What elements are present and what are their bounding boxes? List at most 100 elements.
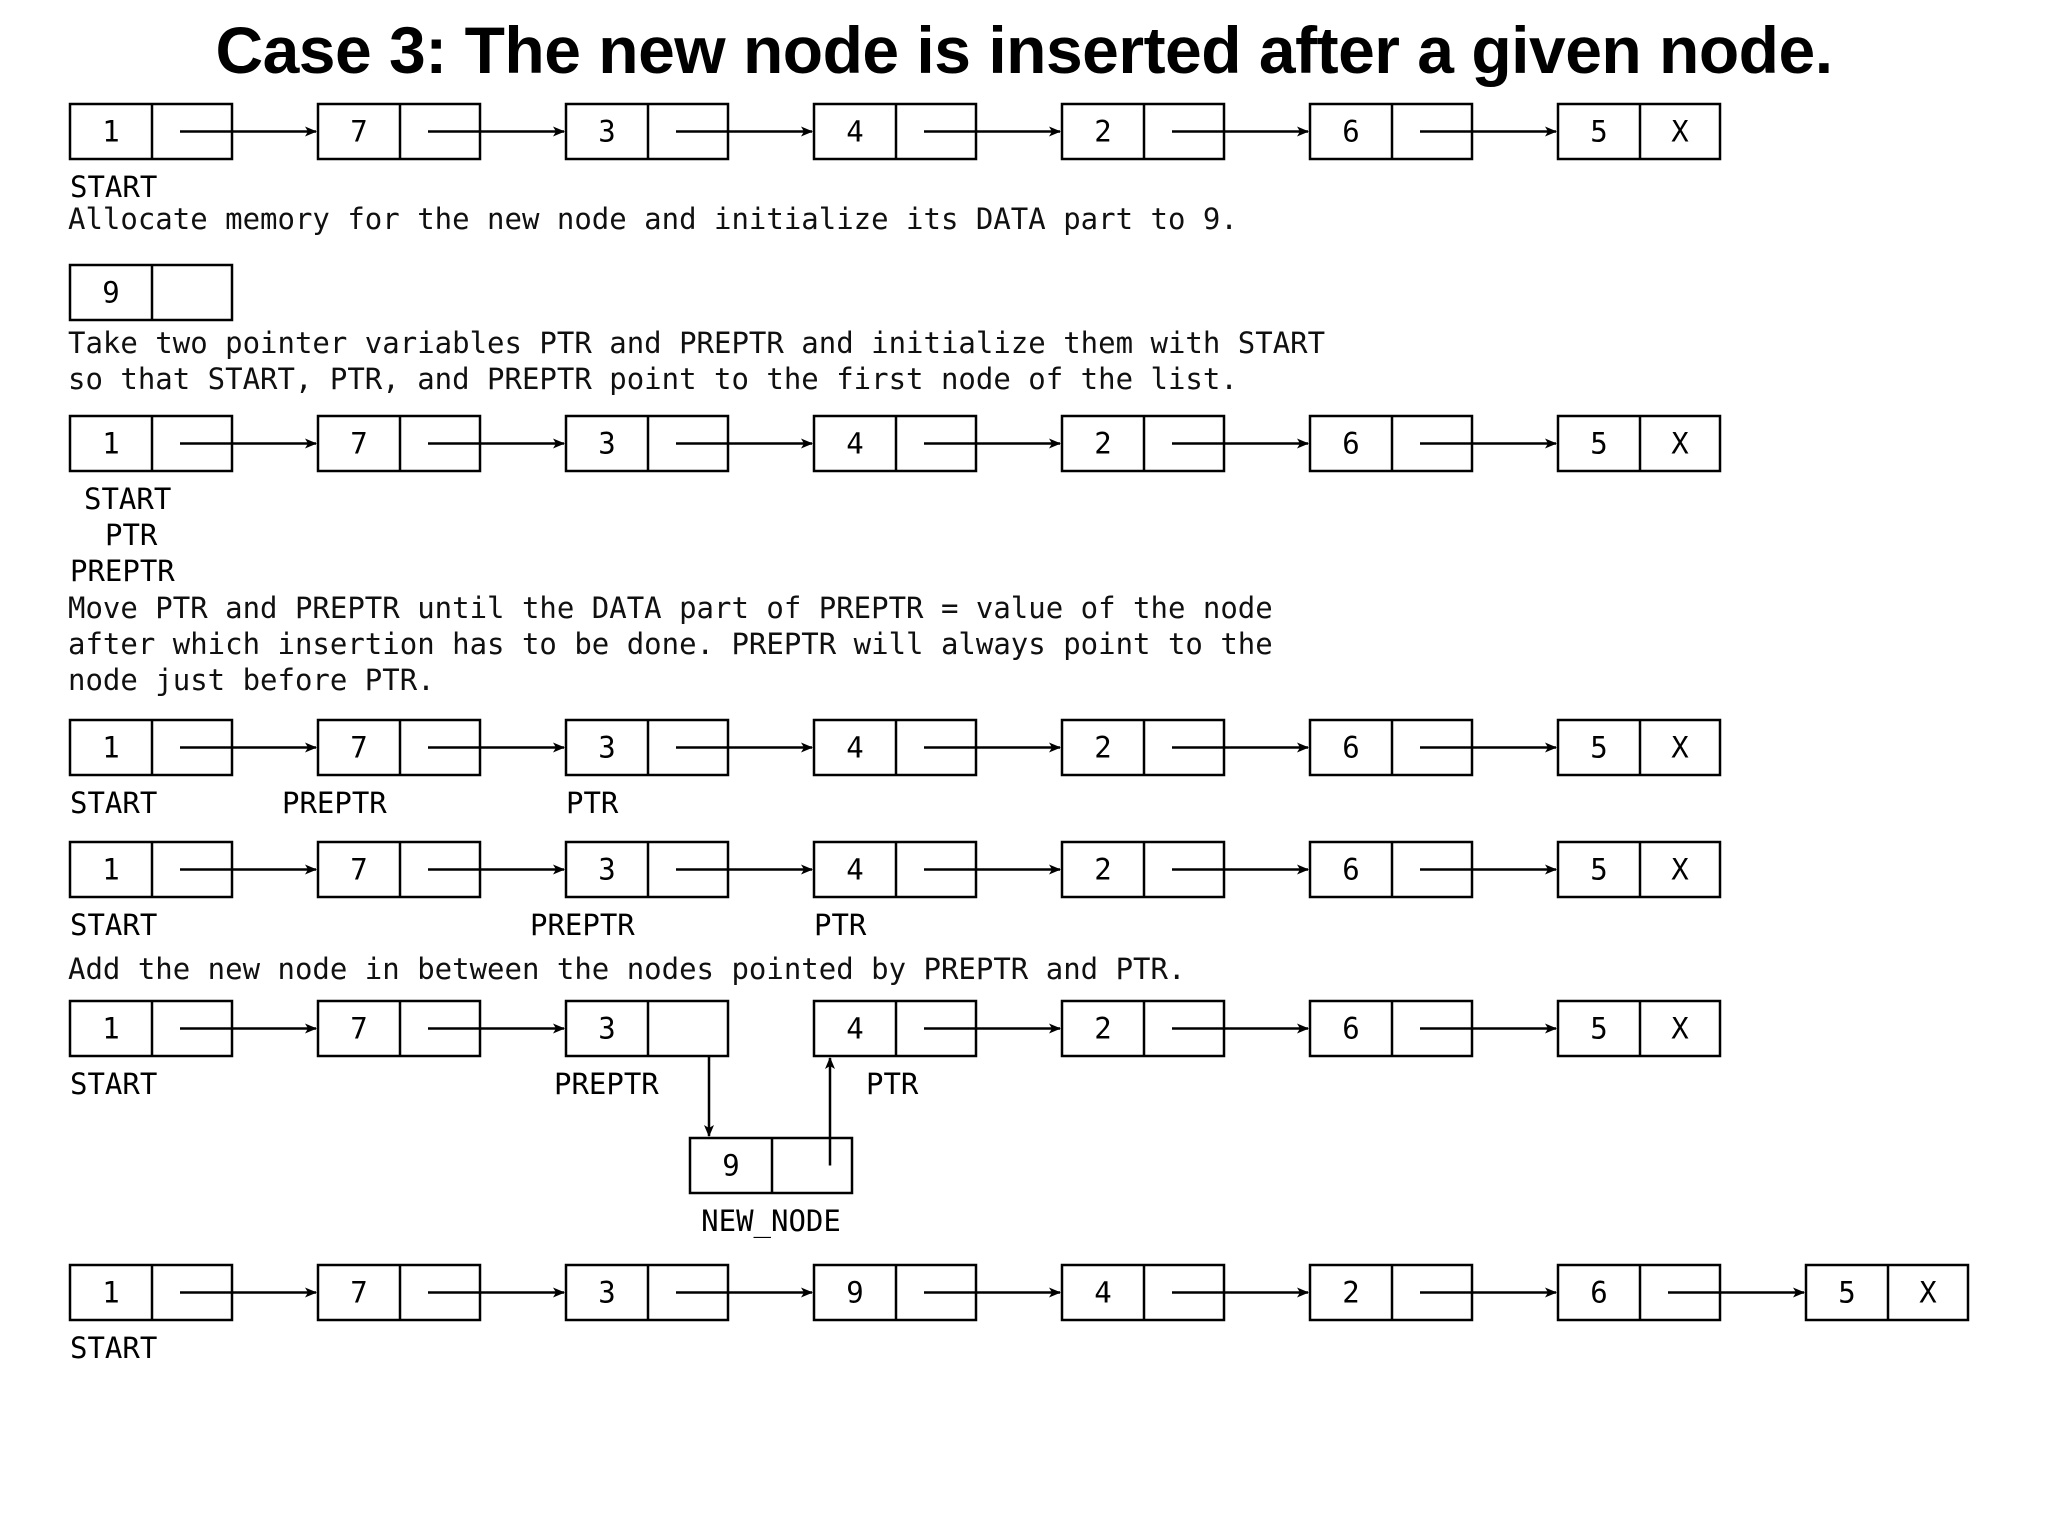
node-data-value: 9 bbox=[102, 276, 119, 310]
node-data-value: 6 bbox=[1342, 1012, 1359, 1046]
list-node: 6 bbox=[1556, 1263, 1805, 1322]
list-node: 4 bbox=[812, 718, 1061, 777]
list-node: 6 bbox=[1308, 414, 1557, 473]
slide-title: Case 3: The new node is inserted after a… bbox=[215, 13, 1833, 87]
list-node: 1 bbox=[68, 102, 317, 161]
node-data-value: 6 bbox=[1342, 731, 1359, 765]
allocated-new-node: 9 bbox=[68, 263, 234, 322]
list-node: 1 bbox=[68, 1263, 317, 1322]
list-node: 6 bbox=[1308, 999, 1557, 1058]
list-node: 1 bbox=[68, 414, 317, 473]
node-data-value: 1 bbox=[102, 1012, 119, 1046]
node-data-value: 2 bbox=[1342, 1276, 1359, 1310]
node-data-value: 3 bbox=[598, 1276, 615, 1310]
step-move-pointers-text: Move PTR and PREPTR until the DATA part … bbox=[68, 591, 1273, 697]
node-data-value: 7 bbox=[350, 115, 367, 149]
node-data-value: 1 bbox=[102, 427, 119, 461]
list-node: 3 bbox=[564, 1263, 813, 1322]
list-node: 7 bbox=[316, 718, 565, 777]
node-data-value: 5 bbox=[1590, 115, 1607, 149]
node-data-value: 9 bbox=[846, 1276, 863, 1310]
list-node: 4 bbox=[1060, 1263, 1309, 1322]
node-data-value: 3 bbox=[598, 1012, 615, 1046]
list-node: 7 bbox=[316, 999, 565, 1058]
node-data-value: 1 bbox=[102, 1276, 119, 1310]
node-data-value: 5 bbox=[1590, 731, 1607, 765]
new-node-inserted: 9 bbox=[688, 1136, 854, 1195]
step-allocate-text: Allocate memory for the new node and ini… bbox=[68, 202, 1238, 236]
list-node: 1 bbox=[68, 999, 317, 1058]
null-marker: X bbox=[1671, 853, 1689, 887]
step-add-node-text: Add the new node in between the nodes po… bbox=[68, 952, 1186, 986]
list-node: 7 bbox=[316, 840, 565, 899]
null-marker: X bbox=[1671, 427, 1689, 461]
pointer-label: START bbox=[70, 170, 157, 204]
pointer-label: START bbox=[70, 1067, 157, 1101]
list-node: 3 bbox=[564, 414, 813, 473]
list-node: 7 bbox=[316, 102, 565, 161]
pointer-label: START bbox=[70, 1331, 157, 1365]
list-node: 3 bbox=[564, 718, 813, 777]
step-init-pointers-text: Take two pointer variables PTR and PREPT… bbox=[68, 326, 1326, 396]
list-node: 2 bbox=[1060, 718, 1309, 777]
list-node: 7 bbox=[316, 414, 565, 473]
null-marker: X bbox=[1671, 115, 1689, 149]
node-data-value: 4 bbox=[1094, 1276, 1111, 1310]
list-node: 1 bbox=[68, 840, 317, 899]
node-data-value: 4 bbox=[846, 1012, 863, 1046]
node-data-value: 1 bbox=[102, 115, 119, 149]
pointer-label: PREPTR bbox=[530, 908, 635, 942]
pointer-label: START bbox=[70, 786, 157, 820]
pointer-label: PTR bbox=[105, 518, 158, 552]
list-node: 6 bbox=[1308, 718, 1557, 777]
node-data-value: 3 bbox=[598, 115, 615, 149]
node-data-value: 5 bbox=[1590, 1012, 1607, 1046]
pointer-label: PREPTR bbox=[282, 786, 387, 820]
node-data-value: 4 bbox=[846, 427, 863, 461]
list-node: 9 bbox=[812, 1263, 1061, 1322]
list-node: 3 bbox=[564, 840, 813, 899]
list-node: 4 bbox=[812, 999, 1061, 1058]
node-data-value: 7 bbox=[350, 853, 367, 887]
list-node: 4 bbox=[812, 840, 1061, 899]
node-data-value: 7 bbox=[350, 427, 367, 461]
list-node: 7 bbox=[316, 1263, 565, 1322]
pointer-label: PTR bbox=[814, 908, 867, 942]
pointer-label: START bbox=[84, 482, 171, 516]
node-data-value: 6 bbox=[1590, 1276, 1607, 1310]
node-data-value: 6 bbox=[1342, 853, 1359, 887]
list-node: 4 bbox=[812, 414, 1061, 473]
node-data-value: 7 bbox=[350, 731, 367, 765]
node-data-value: 5 bbox=[1590, 427, 1607, 461]
list-node: 4 bbox=[812, 102, 1061, 161]
node-data-value: 9 bbox=[722, 1149, 739, 1183]
null-marker: X bbox=[1671, 731, 1689, 765]
node-data-value: 3 bbox=[598, 853, 615, 887]
list-node: 2 bbox=[1060, 102, 1309, 161]
node-data-value: 2 bbox=[1094, 1012, 1111, 1046]
node-data-value: 6 bbox=[1342, 115, 1359, 149]
node-data-value: 4 bbox=[846, 115, 863, 149]
list-node: 2 bbox=[1060, 414, 1309, 473]
node-data-value: 7 bbox=[350, 1012, 367, 1046]
pointer-label: PTR bbox=[566, 786, 619, 820]
list-node: 6 bbox=[1308, 840, 1557, 899]
new-node-label: NEW_NODE bbox=[701, 1204, 841, 1239]
node-data-value: 2 bbox=[1094, 853, 1111, 887]
list-node: 2 bbox=[1060, 840, 1309, 899]
list-node: 3 bbox=[564, 102, 813, 161]
list-node: 6 bbox=[1308, 102, 1557, 161]
node-data-value: 2 bbox=[1094, 731, 1111, 765]
